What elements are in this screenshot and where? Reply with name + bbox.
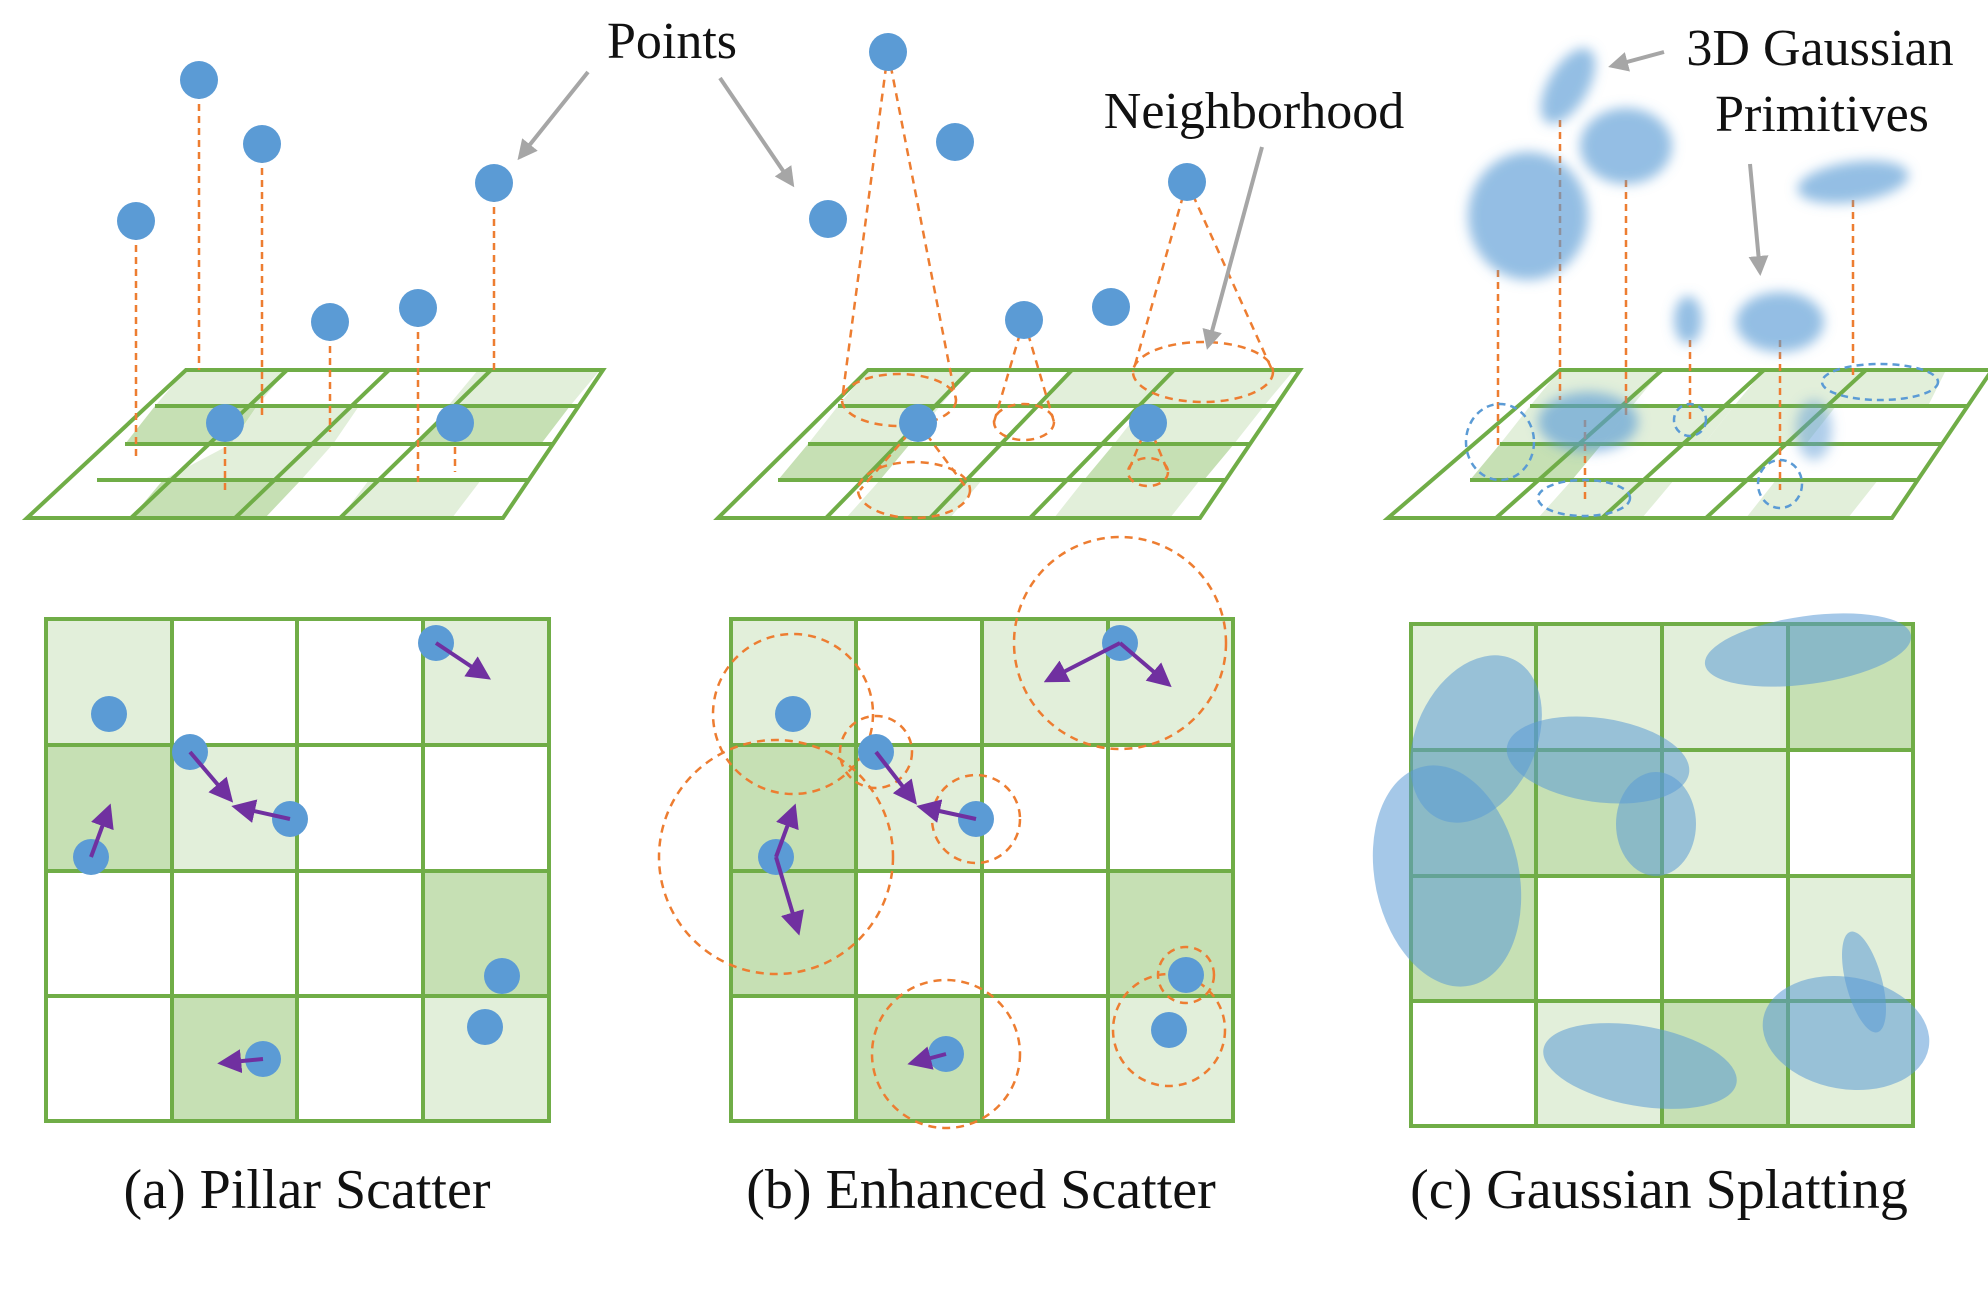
point <box>1151 1012 1187 1048</box>
panel-b-perspective-grid <box>713 368 1304 520</box>
panel-c-perspective-grid <box>1382 368 1988 520</box>
panel-b-topview-arrows <box>774 641 1172 1070</box>
gaussian-primitive <box>1796 400 1832 460</box>
neighborhood-circle <box>1012 535 1228 751</box>
point <box>1129 404 1167 442</box>
gaussian-primitive <box>1580 108 1672 184</box>
neighborhood-circle <box>1111 972 1227 1088</box>
point <box>117 202 155 240</box>
panel-a-topview-grid <box>44 617 551 1123</box>
panel-c-topview <box>1372 613 1930 1128</box>
panel-a-perspective <box>21 61 607 520</box>
neighborhood-circle <box>711 632 875 796</box>
panel-c-gaussians <box>1468 48 1909 460</box>
panel-a-topview-arrows <box>89 641 491 1074</box>
point <box>1005 301 1043 339</box>
point <box>180 61 218 99</box>
gaussian-splat <box>1762 975 1930 1091</box>
scatter-arrow <box>434 641 491 680</box>
gaussian-splat <box>1372 765 1522 987</box>
scatter-arrow <box>1118 641 1172 688</box>
gaussian-splat <box>1704 613 1912 687</box>
panel-b-topview-grid <box>729 617 1235 1123</box>
panel-c-footprints <box>1464 362 1940 518</box>
panel-b-perspective <box>713 33 1304 520</box>
gaussian-label-line1: 3D Gaussian <box>1686 20 1953 77</box>
panel-a-perspective-grid <box>21 368 607 520</box>
point <box>899 404 937 442</box>
point <box>243 125 281 163</box>
points-pointer-right <box>718 76 795 188</box>
gaussian-primitive <box>1468 152 1588 280</box>
gaussian-splat <box>1842 931 1886 1033</box>
neighborhood-pointer <box>1202 146 1264 350</box>
panel-b-points <box>809 33 1206 442</box>
point <box>1092 288 1130 326</box>
gaussian-primitive <box>1736 292 1824 352</box>
point <box>1168 957 1204 993</box>
point <box>467 1009 503 1045</box>
panel-c-topview-gaussians <box>1372 613 1930 1109</box>
neighborhood-circle <box>838 714 914 790</box>
gaussian-primitive <box>1797 160 1909 204</box>
caption-c: (c) Gaussian Splatting <box>1410 1159 1908 1221</box>
scatter-arrow <box>217 1049 264 1074</box>
scatter-arrow <box>1043 641 1121 683</box>
point <box>809 200 847 238</box>
gaussian-pointer-bottom <box>1748 163 1769 276</box>
annotations: Points Neighborhood 3D Gaussian Primitiv… <box>607 13 1954 143</box>
annotation-pointers <box>517 50 1769 350</box>
scatter-arrow <box>89 803 114 858</box>
point <box>936 123 974 161</box>
scatter-arrow <box>774 803 799 858</box>
gaussian-splat <box>1543 1023 1737 1109</box>
panel-c-perspective <box>1382 48 1988 520</box>
gaussian-splat <box>1616 772 1696 876</box>
neighborhood-circle <box>870 978 1022 1130</box>
point <box>436 404 474 442</box>
caption-b: (b) Enhanced Scatter <box>746 1159 1216 1221</box>
point <box>311 303 349 341</box>
neighborhood-circle <box>930 773 1022 865</box>
panel-a-points <box>117 61 513 442</box>
scatter-arrow <box>874 750 917 805</box>
point <box>869 33 907 71</box>
point <box>399 289 437 327</box>
panel-b-topview <box>657 535 1235 1130</box>
scatter-arrow <box>231 799 291 823</box>
gaussian-label-line2: Primitives <box>1715 86 1929 143</box>
point <box>775 696 811 732</box>
point <box>484 958 520 994</box>
point <box>475 164 513 202</box>
point <box>91 696 127 732</box>
points-pointer-left <box>517 70 590 161</box>
gaussian-primitive <box>1540 48 1596 124</box>
gaussian-pointer-top <box>1608 50 1665 72</box>
scatter-arrow <box>916 799 977 823</box>
neighborhood-circle <box>657 738 895 976</box>
panel-a-topview <box>44 617 551 1123</box>
panel-b-topview-neighborhoods <box>657 535 1228 1130</box>
scatter-arrow <box>188 750 234 803</box>
points-label: Points <box>607 13 737 70</box>
neighborhood-label: Neighborhood <box>1104 83 1404 140</box>
gaussian-primitive <box>1674 296 1702 344</box>
point <box>1168 163 1206 201</box>
scatter-arrow <box>774 856 805 936</box>
gaussian-primitive <box>1538 392 1638 452</box>
captions: (a) Pillar Scatter (b) Enhanced Scatter … <box>124 1159 1908 1221</box>
scatter-arrow <box>907 1046 947 1070</box>
point <box>206 404 244 442</box>
caption-a: (a) Pillar Scatter <box>124 1159 491 1221</box>
